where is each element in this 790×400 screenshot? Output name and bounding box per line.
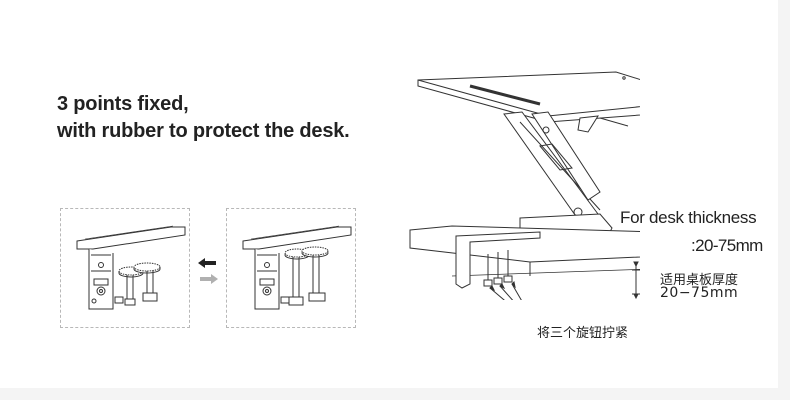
arrow-right-icon	[200, 274, 218, 284]
desk-range-label-cn: 20−75mm	[660, 285, 739, 301]
desk-converter-illustration	[409, 71, 640, 300]
headline-line-2: with rubber to protect the desk.	[57, 120, 350, 142]
desk-range-label: :20-75mm	[691, 236, 763, 255]
headline: 3 points fixed, with rubber to protect t…	[57, 91, 350, 145]
clamp-open-illustration	[76, 225, 186, 310]
clamp-detail-tightened	[226, 208, 356, 328]
desk-thickness-label-cn: 适用桌板厚度	[660, 273, 739, 288]
clamp-tight-illustration	[242, 225, 352, 310]
arrow-left-icon	[198, 258, 216, 268]
desk-thickness-label: For desk thickness	[620, 208, 757, 227]
product-panel	[0, 0, 778, 388]
clamp-detail-open	[60, 208, 190, 328]
direction-arrows	[198, 258, 218, 284]
tighten-knobs-label-cn: 将三个旋钮拧紧	[537, 326, 629, 341]
headline-line-1: 3 points fixed,	[57, 93, 189, 115]
